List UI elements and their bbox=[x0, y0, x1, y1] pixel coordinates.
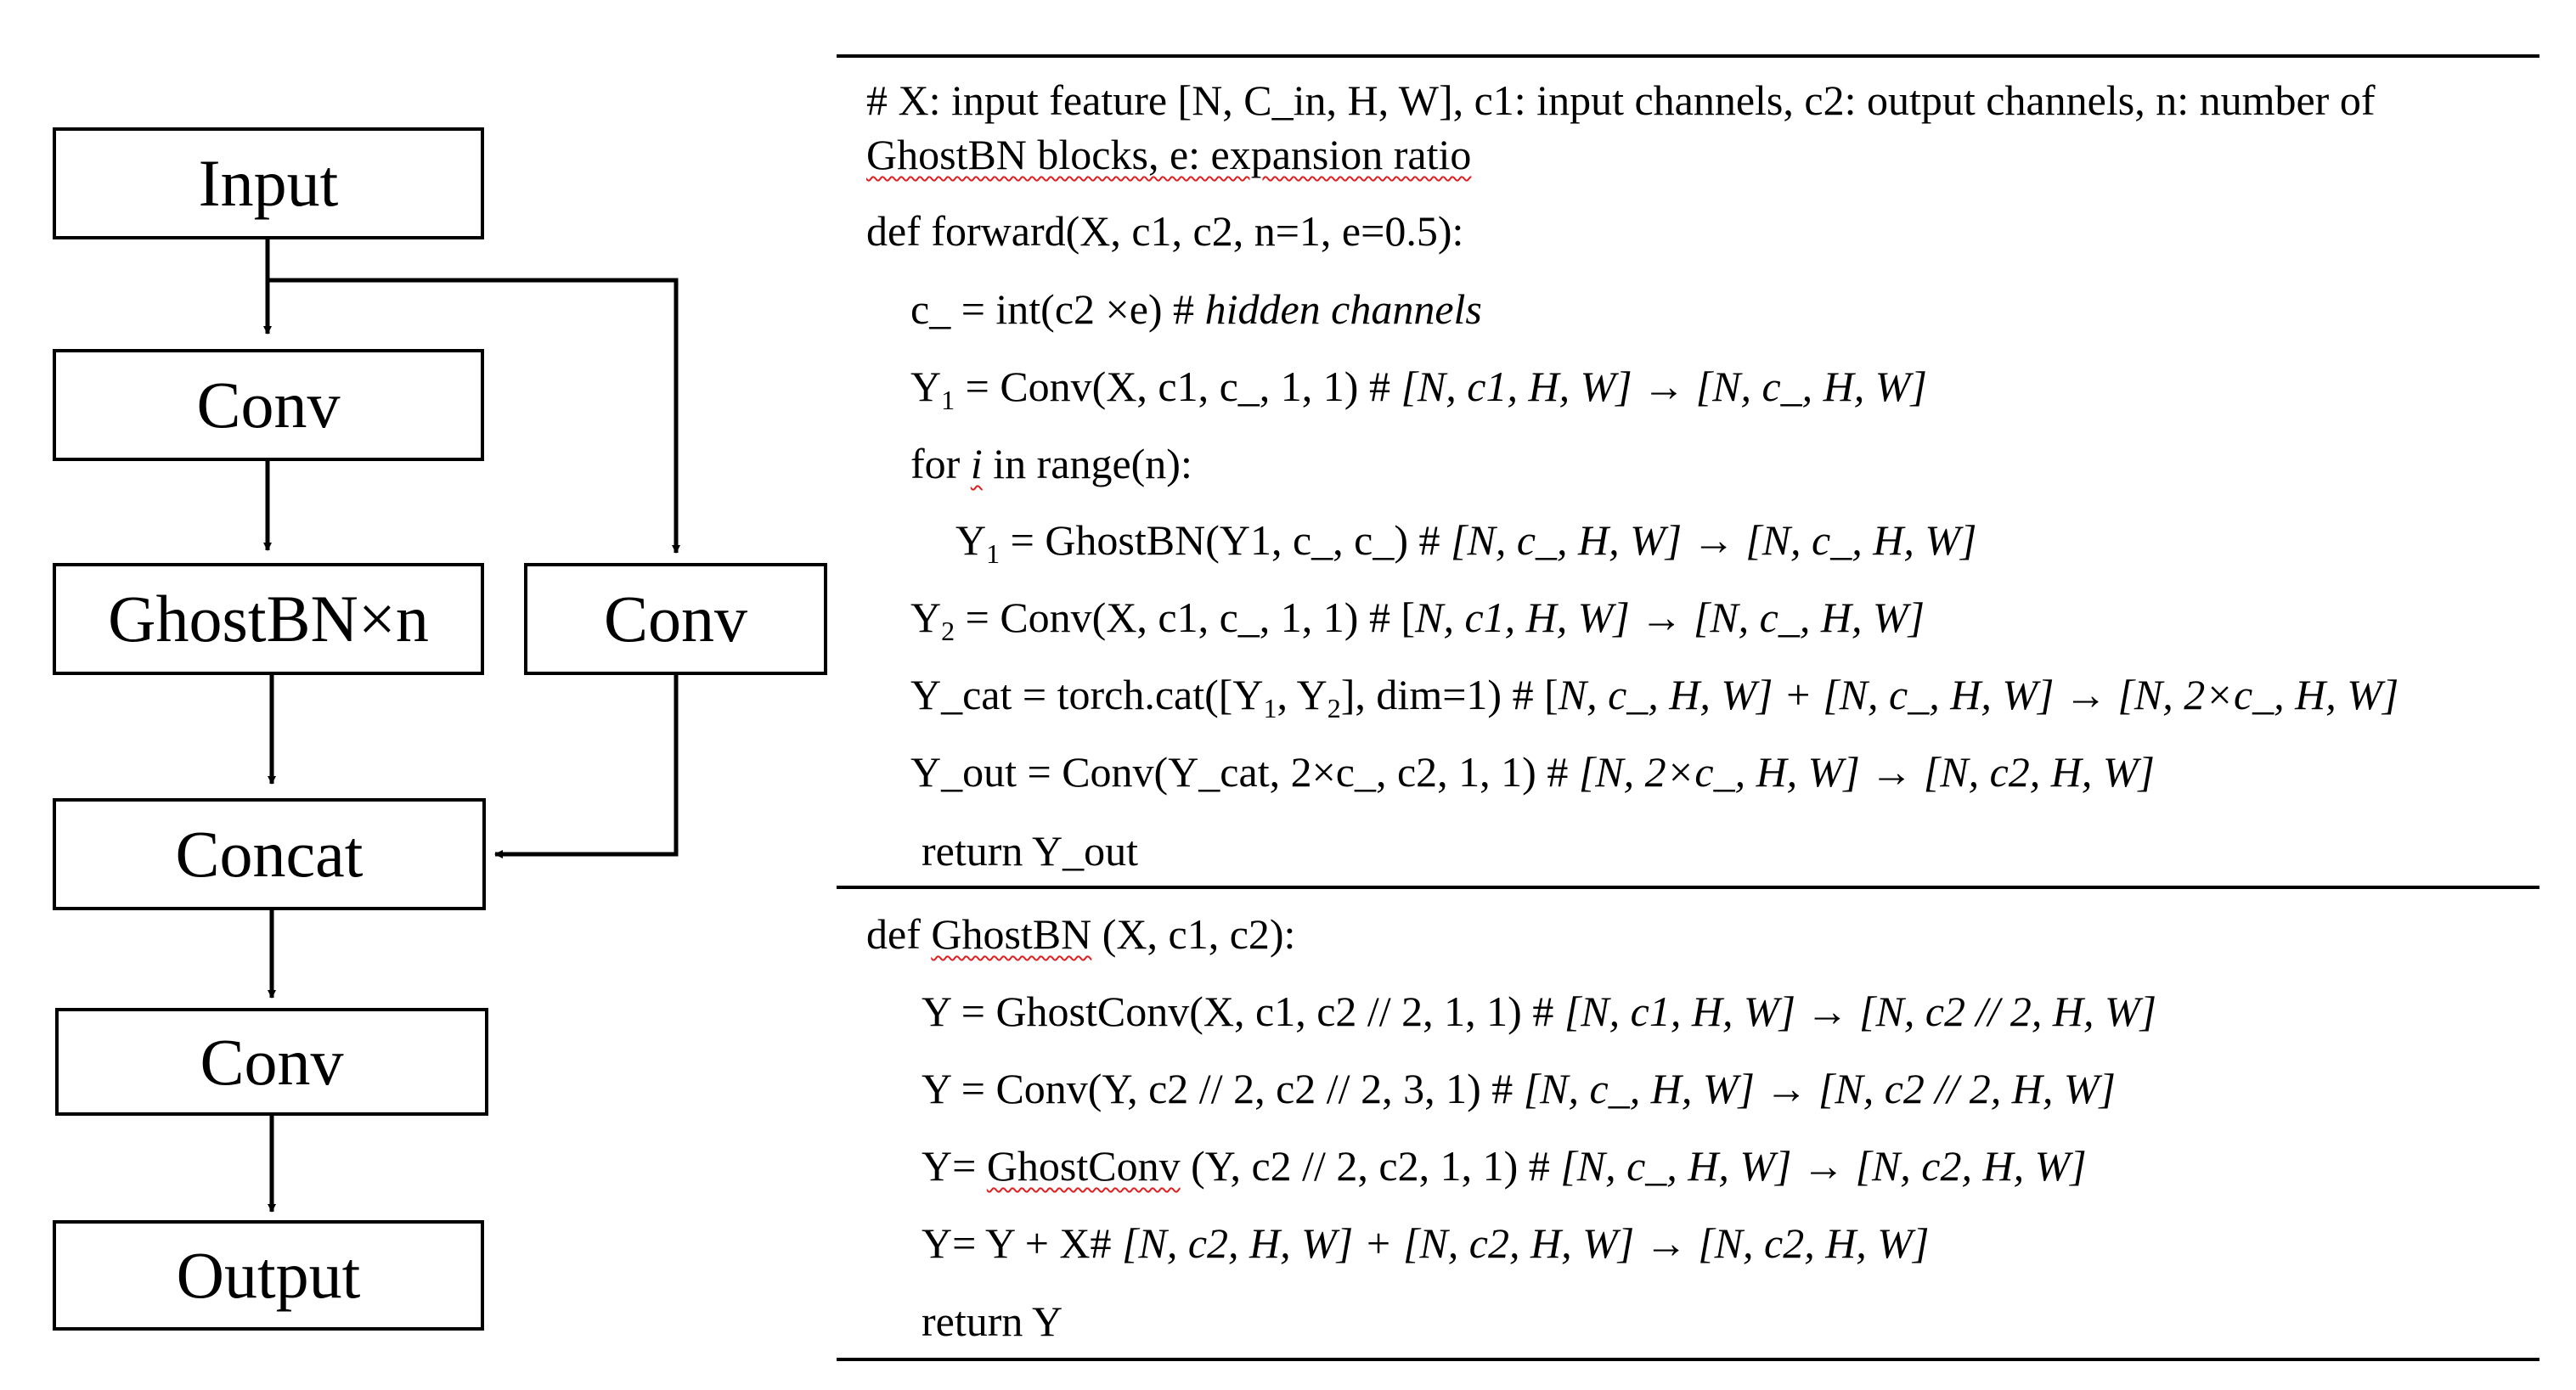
code-for-loop: for i in range(n): bbox=[910, 440, 1192, 487]
code-y1-ghostbn: Y1 = GhostBN(Y1, c_, c_) # [N, c_, H, W]… bbox=[955, 516, 1977, 569]
code-hidden-channels: c_ = int(c2 ×e) # hidden channels bbox=[910, 285, 1482, 333]
node-output: Output bbox=[53, 1220, 484, 1331]
node-conv-1-label: Conv bbox=[196, 368, 341, 442]
node-ghostbn: GhostBN×n bbox=[53, 563, 484, 675]
node-conv-2-label: Conv bbox=[200, 1024, 344, 1099]
node-conv-1: Conv bbox=[53, 349, 484, 461]
line-side-conv-to-concat bbox=[494, 675, 679, 858]
code-ghostbn-line-2: Y = Conv(Y, c2 // 2, c2 // 2, 3, 1) # [N… bbox=[922, 1065, 2116, 1112]
code-forward-def: def forward(X, c1, c2, n=1, e=0.5): bbox=[866, 207, 1464, 255]
code-header-line-2: GhostBN blocks, e: expansion ratio bbox=[866, 131, 1472, 178]
node-conv-2: Conv bbox=[55, 1008, 488, 1116]
node-concat: Concat bbox=[53, 798, 486, 910]
node-input: Input bbox=[53, 127, 484, 239]
code-y1-conv: Y1 = Conv(X, c1, c_, 1, 1) # [N, c1, H, … bbox=[910, 363, 1927, 415]
code-forward-return: return Y_out bbox=[922, 827, 1139, 875]
table-bottom-rule bbox=[837, 1358, 2539, 1361]
node-ghostbn-label: GhostBN×n bbox=[108, 582, 429, 656]
node-output-label: Output bbox=[176, 1238, 361, 1312]
code-y-out: Y_out = Conv(Y_cat, 2×c_, c2, 1, 1) # [N… bbox=[910, 748, 2156, 796]
node-conv-side: Conv bbox=[524, 563, 827, 675]
code-ghostbn-return: return Y bbox=[922, 1297, 1063, 1345]
code-header-line-1: # X: input feature [N, C_in, H, W], c1: … bbox=[866, 76, 2376, 124]
node-concat-label: Concat bbox=[175, 817, 364, 891]
code-ghostbn-line-1: Y = GhostConv(X, c1, c2 // 2, 1, 1) # [N… bbox=[922, 988, 2157, 1035]
line-input-to-side-conv bbox=[268, 278, 680, 554]
node-conv-side-label: Conv bbox=[603, 582, 748, 656]
code-ghostbn-line-4: Y= Y + X# [N, c2, H, W] + [N, c2, H, W] … bbox=[922, 1219, 1930, 1267]
flowchart-connectors bbox=[263, 239, 680, 1213]
table-middle-rule bbox=[837, 886, 2539, 889]
code-ghostbn-def: def GhostBN (X, c1, c2): bbox=[866, 910, 1296, 958]
code-y2-conv: Y2 = Conv(X, c1, c_, 1, 1) # [N, c1, H, … bbox=[910, 594, 1925, 646]
table-top-rule bbox=[837, 54, 2539, 58]
code-y-cat: Y_cat = torch.cat([Y1, Y2], dim=1) # [N,… bbox=[910, 671, 2399, 723]
node-input-label: Input bbox=[198, 146, 339, 220]
code-ghostbn-line-3: Y= GhostConv (Y, c2 // 2, c2, 1, 1) # [N… bbox=[922, 1142, 2087, 1190]
